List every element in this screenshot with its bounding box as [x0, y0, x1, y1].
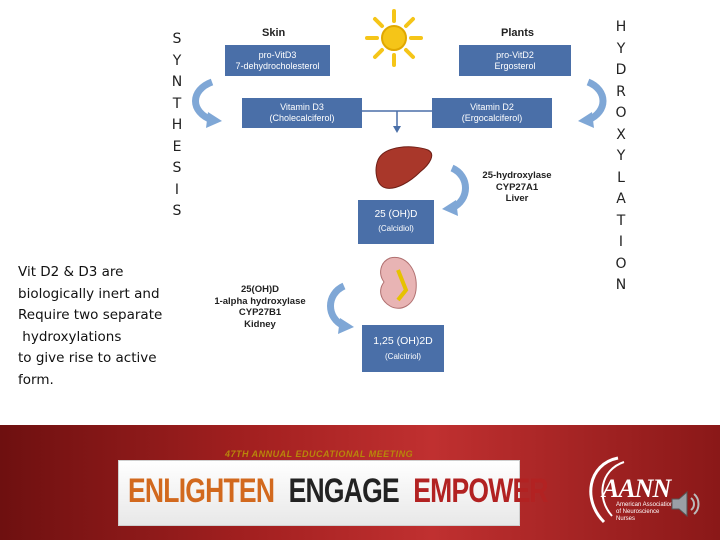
- box-line: Ergosterol: [494, 60, 536, 71]
- curved-arrow-left: [192, 78, 214, 124]
- label-line: Liver: [505, 193, 529, 204]
- box-line: pro-VitD2: [496, 49, 534, 60]
- letter: N: [171, 74, 183, 90]
- label-line: CYP27B1: [238, 307, 282, 318]
- provit-d3-box: pro-VitD3 7-dehydrocholesterol: [225, 45, 330, 76]
- slogan-word-engage: ENGAGE: [288, 472, 400, 510]
- description-line: form.: [18, 371, 54, 388]
- letter: Y: [172, 52, 182, 69]
- slogan: ENLIGHTEN ENGAGE EMPOWER: [128, 472, 549, 511]
- box-line: Vitamin D2: [470, 102, 514, 112]
- letter: T: [172, 95, 182, 112]
- letter: H: [615, 19, 627, 35]
- letter: N: [615, 277, 627, 293]
- box-line: 1,25 (OH)2D: [373, 334, 433, 347]
- box-line: pro-VitD3: [258, 49, 297, 60]
- box-line: Vitamin D3: [280, 102, 324, 112]
- letter: L: [617, 169, 625, 186]
- label-line: CYP27A1: [495, 181, 539, 193]
- letter: H: [171, 117, 183, 133]
- label-line: 25-hydroxylase: [482, 170, 552, 181]
- merge-line: [362, 110, 432, 128]
- aann-logo: AANN: [602, 474, 671, 503]
- description-line: Require two separate: [18, 307, 163, 323]
- calcidiol-box: 25 (OH)D (Calcidiol): [358, 200, 434, 244]
- speaker-icon[interactable]: [668, 487, 702, 521]
- letter: S: [172, 31, 182, 47]
- skin-label: Skin: [262, 27, 286, 39]
- synthesis-vertical-label: S Y N T H E S I S: [169, 29, 185, 223]
- letter: Y: [616, 40, 626, 57]
- plants-label: Plants: [501, 27, 535, 39]
- letter: R: [616, 83, 626, 100]
- letter: O: [615, 255, 627, 272]
- letter: O: [615, 105, 627, 121]
- slogan-word-enlighten: ENLIGHTEN: [128, 472, 275, 510]
- box-line: 7-dehydrocholesterol: [235, 60, 320, 71]
- diagram-graphics: [192, 9, 607, 334]
- description-line: Vit D2 & D3 are: [18, 264, 124, 280]
- label-line: 25(OH)D: [240, 284, 279, 295]
- aann-logo-mark: [589, 456, 625, 524]
- kidney-icon: [380, 256, 417, 309]
- aann-logo-subtitle: American Association of Neuroscience Nur…: [616, 502, 674, 522]
- hydroxylation-vertical-label: H Y D R O X Y L A T I O N: [612, 17, 630, 297]
- description-text: Vit D2 & D3 are biologically inert and R…: [18, 262, 193, 391]
- sun-icon: [365, 9, 423, 67]
- vitamin-d3-box: Vitamin D3 (Cholecalciferol): [242, 98, 362, 128]
- description-line: to give rise to active: [18, 350, 157, 366]
- letter: I: [174, 181, 180, 198]
- description-line: hydroxylations: [18, 328, 122, 345]
- vitamin-d2-box: Vitamin D2 (Ergocalciferol): [432, 98, 552, 128]
- meeting-title: 47TH ANNUAL EDUCATIONAL MEETING: [225, 449, 414, 459]
- label-line: Kidney: [244, 318, 276, 330]
- provit-d2-box: pro-VitD2 Ergosterol: [459, 45, 571, 76]
- box-line: 25 (OH)D: [374, 209, 418, 220]
- liver-icon: [375, 146, 433, 189]
- letter: T: [616, 212, 626, 229]
- letter: A: [616, 191, 626, 207]
- kidney-enzyme-label: 25(OH)D 1-alpha hydroxylase CYP27B1 Kidn…: [206, 284, 314, 330]
- box-line: (Calcitriol): [385, 351, 421, 361]
- box-line: (Calcidiol): [378, 224, 414, 233]
- letter: S: [172, 203, 182, 219]
- description-line: biologically inert and: [18, 285, 160, 302]
- slogan-banner: [118, 460, 520, 526]
- letter: I: [618, 234, 624, 250]
- liver-enzyme-label: 25-hydroxylase CYP27A1 Liver: [474, 170, 560, 205]
- letter: Y: [616, 148, 626, 164]
- letter: D: [615, 62, 627, 78]
- letter: X: [616, 126, 626, 143]
- letter: S: [172, 160, 182, 176]
- letter: E: [172, 138, 182, 155]
- curved-arrow-right: [586, 78, 607, 124]
- slogan-word-empower: EMPOWER: [413, 472, 548, 510]
- calcitriol-box: 1,25 (OH)2D (Calcitriol): [362, 325, 444, 372]
- box-line: (Ergocalciferol): [461, 113, 523, 123]
- box-line: (Cholecalciferol): [269, 113, 335, 123]
- label-line: 1-alpha hydroxylase: [214, 295, 306, 307]
